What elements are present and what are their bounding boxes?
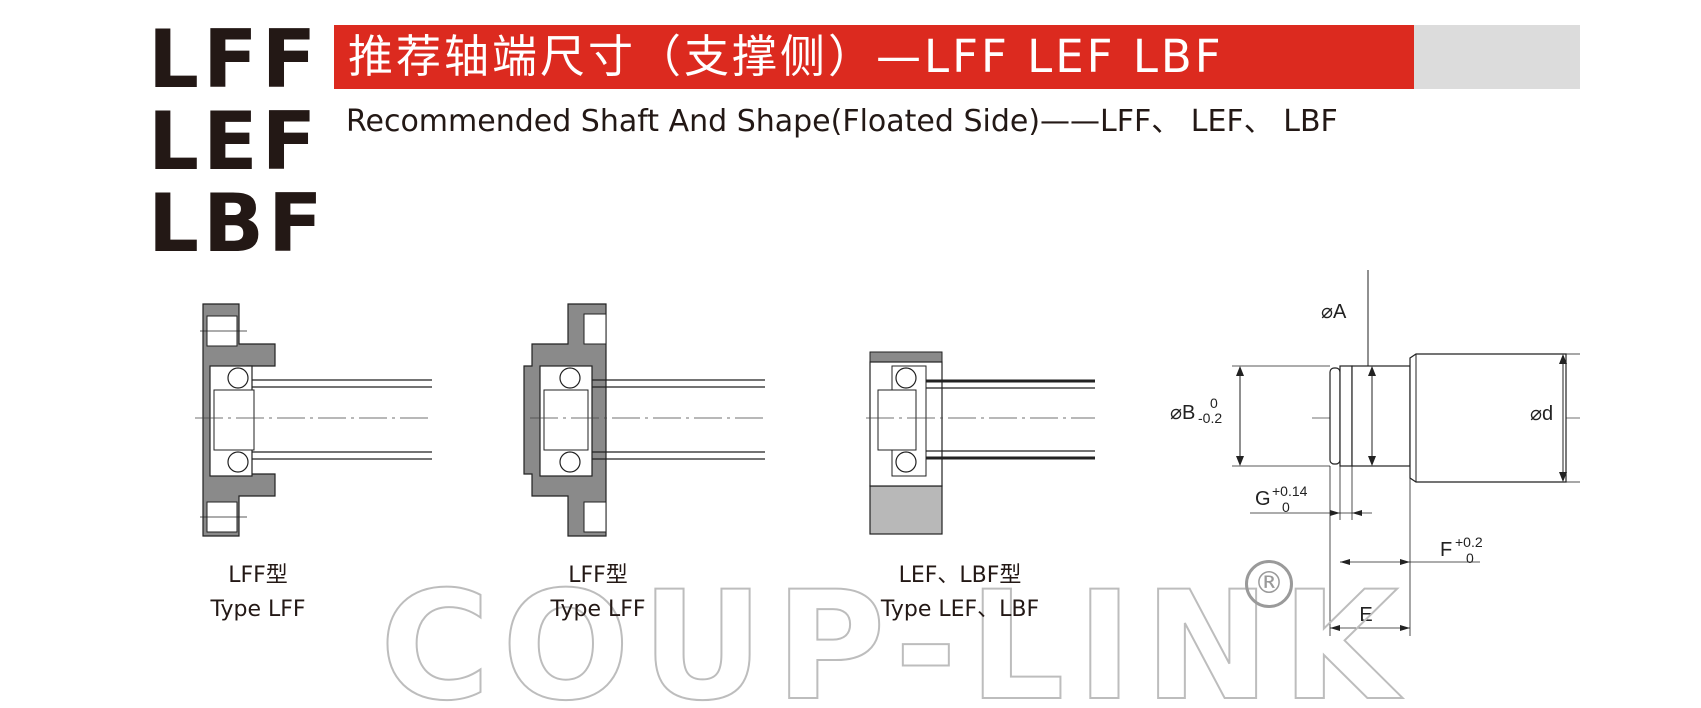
dim-g-label: G (1255, 488, 1271, 510)
dim-a-label: ⌀A (1321, 301, 1347, 323)
dim-b-tol-lower: -0.2 (1198, 410, 1222, 426)
dim-e-label: E (1359, 604, 1372, 626)
dim-d-label: ⌀d (1530, 403, 1553, 425)
registered-mark-icon: ® (1245, 560, 1293, 608)
page-title: 推荐轴端尺寸（支撑侧）—LFF LEF LBF (348, 30, 1224, 83)
type-name-en: Type LEF、LBF (880, 597, 1040, 622)
type-name-en: Type LFF (550, 597, 646, 622)
dim-g-tol-lower: 0 (1282, 499, 1290, 515)
dim-f-tol-lower: 0 (1466, 550, 1474, 566)
dim-f-tol-upper: +0.2 (1455, 534, 1483, 550)
type-name-cn: LEF、LBF型 (898, 563, 1022, 588)
title-banner (334, 25, 1414, 89)
title-banner-end (1414, 25, 1580, 89)
lef-lbf-drawing (866, 351, 1095, 535)
model-code-lef: LEF (148, 95, 321, 188)
page-subtitle: Recommended Shaft And Shape(Floated Side… (346, 104, 1338, 139)
type-name-en: Type LFF (210, 597, 306, 622)
dim-f-label: F (1440, 539, 1452, 561)
shaft-dimension-drawing: ⌀A ⌀B 0 -0.2 ⌀d G +0.14 0 F +0.2 0 E (1170, 270, 1580, 636)
lff-drawing-1 (195, 303, 432, 537)
watermark-logo: COUP-LINK (380, 560, 1410, 708)
dim-b-label: ⌀B (1170, 402, 1195, 424)
lff-drawing-2 (523, 303, 765, 537)
model-code-lff: LFF (148, 13, 321, 106)
type-name-cn: LFF型 (228, 563, 288, 588)
model-code-lbf: LBF (148, 177, 327, 270)
dim-g-tol-upper: +0.14 (1272, 483, 1308, 499)
type-name-cn: LFF型 (568, 563, 628, 588)
dim-b-tol-upper: 0 (1210, 395, 1218, 411)
